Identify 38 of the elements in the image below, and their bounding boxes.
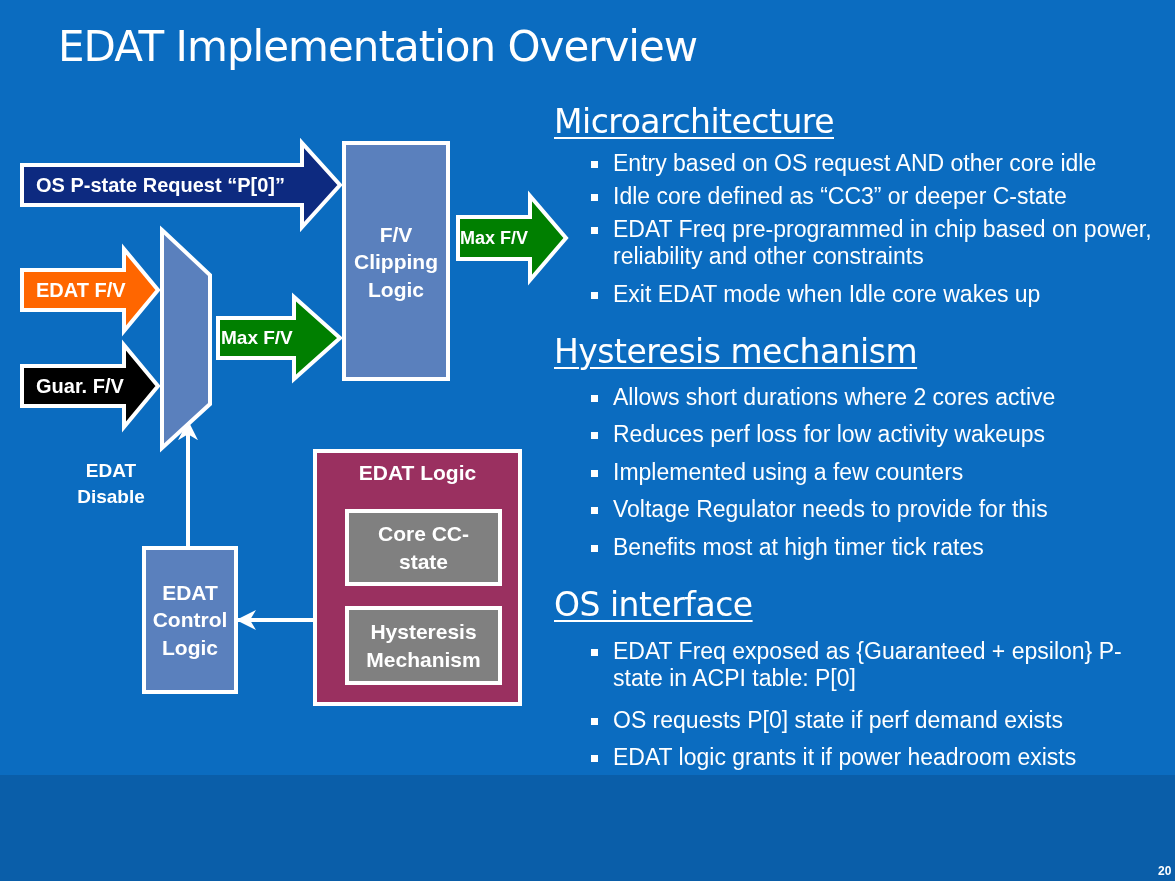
bullet-text: EDAT Freq pre-programmed in chip based on power, reliability and other constraints (613, 216, 1153, 270)
box-label: Core CC-state (377, 521, 470, 575)
logic-box (345, 509, 502, 586)
bullet-text: Implemented using a few counters (613, 459, 965, 486)
block-arrow (216, 292, 343, 384)
section-heading: Hysteresis mechanism (554, 332, 918, 371)
block-arrow (456, 190, 569, 286)
section-heading: OS interface (554, 585, 753, 624)
logic-box (142, 546, 238, 694)
logic-box (342, 141, 450, 381)
box-label: EDAT Control Logic (151, 580, 229, 661)
arrow-label: EDAT F/V (36, 278, 126, 302)
block-arrow (20, 137, 343, 233)
bullet-text: EDAT Freq exposed as {Guaranteed + epsilon} P-state in ACPI table: P[0] (613, 638, 1123, 692)
bullet-text: Allows short durations where 2 cores active (613, 384, 1057, 411)
logic-box (345, 606, 502, 685)
box-label: Hysteresis Mechanism (365, 619, 482, 673)
block-arrow (20, 243, 161, 337)
multiplexer-shape (160, 228, 212, 450)
bullet-text: OS requests P[0] state if perf demand exists (613, 707, 1064, 734)
bullet-text: EDAT logic grants it if power headroom exists (613, 744, 1078, 771)
bullet-text: Idle core defined as “CC3” or deeper C-state (613, 183, 1068, 210)
block-arrow (20, 339, 161, 433)
slide-title: EDAT Implementation Overview (58, 22, 698, 71)
arrow-label: Max F/V (221, 326, 293, 350)
arrow-label: OS P-state Request “P[0]” (36, 173, 285, 197)
page-number: 20 (1158, 864, 1172, 878)
group-box (313, 449, 522, 706)
box-label: F/V Clipping Logic (353, 222, 439, 303)
arrow-label: Guar. F/V (36, 374, 124, 398)
section-heading: Microarchitecture (554, 102, 834, 141)
group-title: EDAT Logic (358, 460, 477, 486)
bullet-text: Voltage Regulator needs to provide for this (613, 496, 1049, 523)
bullet-text: Reduces perf loss for low activity wakeups (613, 421, 1047, 448)
arrow-label: Max F/V (460, 227, 529, 250)
bullet-text: Exit EDAT mode when Idle core wakes up (613, 281, 1042, 308)
bullet-text: Entry based on OS request AND other core idle (613, 150, 1098, 177)
bullet-text: Benefits most at high timer tick rates (613, 534, 985, 561)
